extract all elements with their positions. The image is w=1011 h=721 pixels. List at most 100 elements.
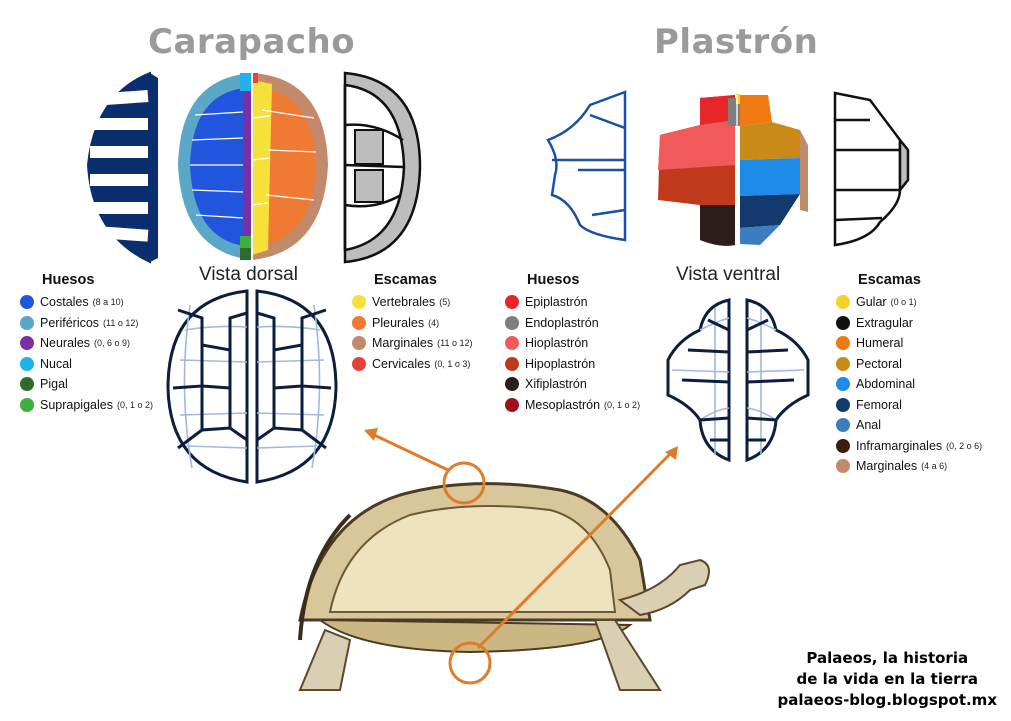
legend-label: Pigal: [40, 377, 68, 392]
legend-swatch: [352, 315, 366, 330]
legend-item: Periféricos(11 o 12): [20, 313, 153, 334]
legend-swatch: [505, 336, 519, 351]
legend-label: Costales: [40, 295, 89, 310]
legend-item: Hioplastrón: [505, 333, 640, 354]
legend-swatch: [836, 459, 850, 474]
legend-heading: Huesos: [42, 272, 95, 288]
legend-item: Endoplastrón: [505, 313, 640, 334]
legend-swatch: [836, 315, 850, 330]
legend-swatch: [20, 336, 34, 351]
legend-item: Neurales(0, 6 o 9): [20, 333, 153, 354]
legend-swatch: [20, 356, 34, 371]
dorsal-view-label: Vista dorsal: [199, 264, 298, 285]
legend-swatch: [352, 295, 366, 310]
carapace-dorsal-view: [166, 289, 338, 484]
legend-note: (11 o 12): [103, 317, 139, 328]
legend-item: Hipoplastrón: [505, 354, 640, 375]
legend-label: Periféricos: [40, 315, 100, 330]
legend-swatch: [20, 377, 34, 392]
legend-note: (0 o 1): [890, 297, 917, 308]
legend-item: Marginales(4 a 6): [836, 456, 982, 477]
plastron-ventral-view: [666, 298, 810, 463]
credit-line-2: de la vida en la tierra: [796, 670, 979, 688]
carapace-bones-legend: Huesos Costales(8 a 10)Periféricos(11 o …: [20, 272, 153, 415]
legend-note: (0, 1 o 2): [116, 399, 153, 410]
carapace-scutes-legend: Escamas Vertebrales(5)Pleurales(4)Margin…: [352, 272, 473, 374]
legend-swatch: [20, 295, 34, 310]
legend-swatch: [836, 336, 850, 351]
legend-item: Vertebrales(5): [352, 292, 473, 313]
legend-heading: Escamas: [858, 272, 921, 288]
plastron-title: Plastrón: [654, 22, 819, 62]
legend-label: Inframarginales: [856, 438, 943, 453]
legend-swatch: [836, 377, 850, 392]
legend-swatch: [836, 356, 850, 371]
legend-item: Cervicales(0, 1 o 3): [352, 354, 473, 375]
legend-label: Mesoplastrón: [525, 397, 601, 412]
legend-swatch: [836, 418, 850, 433]
legend-item: Femoral: [836, 395, 982, 416]
carapace-scutes-outline: [343, 71, 422, 264]
callout-arrows: [364, 428, 678, 685]
legend-item: Pigal: [20, 374, 153, 395]
carapace-bones-diagram: [86, 71, 158, 264]
legend-note: (0, 1 o 2): [604, 399, 641, 410]
legend-label: Nucal: [40, 356, 72, 371]
legend-note: (11 o 12): [437, 338, 473, 349]
shell-section-illustration: [298, 482, 710, 691]
legend-item: Epiplastrón: [505, 292, 640, 313]
legend-swatch: [352, 336, 366, 351]
legend-swatch: [836, 295, 850, 310]
legend-note: (5): [439, 297, 451, 308]
legend-note: (0, 1 o 3): [434, 358, 471, 369]
legend-label: Marginales: [372, 336, 434, 351]
legend-item: Humeral: [836, 333, 982, 354]
carapace-title: Carapacho: [148, 22, 356, 62]
legend-heading: Huesos: [527, 272, 580, 288]
legend-swatch: [505, 356, 519, 371]
legend-swatch: [505, 377, 519, 392]
legend-label: Pleurales: [372, 315, 425, 330]
legend-label: Humeral: [856, 336, 904, 351]
legend-item: Xifiplastrón: [505, 374, 640, 395]
legend-item: Pectoral: [836, 354, 982, 375]
legend-item: Abdominal: [836, 374, 982, 395]
legend-note: (0, 6 o 9): [94, 338, 131, 349]
legend-label: Pectoral: [856, 356, 902, 371]
legend-note: (4): [428, 317, 440, 328]
legend-item: Nucal: [20, 354, 153, 375]
legend-item: Extragular: [836, 313, 982, 334]
legend-label: Anal: [856, 418, 882, 433]
legend-label: Endoplastrón: [525, 315, 599, 330]
credit-line-1: Palaeos, la historia: [806, 649, 969, 667]
legend-label: Neurales: [40, 336, 91, 351]
legend-label: Hipoplastrón: [525, 356, 596, 371]
legend-item: Marginales(11 o 12): [352, 333, 473, 354]
legend-item: Pleurales(4): [352, 313, 473, 334]
credit-line-3: palaeos-blog.blogspot.mx: [777, 691, 997, 709]
legend-label: Extragular: [856, 315, 913, 330]
legend-note: (4 a 6): [921, 461, 948, 472]
plastron-colored-diagram: [658, 94, 808, 246]
legend-label: Suprapigales: [40, 397, 113, 412]
credit-block: Palaeos, la historia de la vida en la ti…: [778, 648, 997, 711]
plastron-scutes-outline: [833, 91, 910, 247]
legend-label: Epiplastrón: [525, 295, 588, 310]
legend-label: Femoral: [856, 397, 902, 412]
legend-swatch: [352, 356, 366, 371]
legend-swatch: [20, 397, 34, 412]
carapace-colored-diagram: [178, 73, 328, 260]
legend-item: Anal: [836, 415, 982, 436]
legend-swatch: [505, 397, 519, 412]
plastron-bones-outline: [546, 90, 627, 242]
legend-label: Xifiplastrón: [525, 377, 587, 392]
legend-note: (8 a 10): [92, 297, 124, 308]
legend-swatch: [836, 438, 850, 453]
legend-label: Cervicales: [372, 356, 431, 371]
legend-item: Costales(8 a 10): [20, 292, 153, 313]
legend-note: (0, 2 o 6): [946, 440, 983, 451]
legend-label: Abdominal: [856, 377, 916, 392]
